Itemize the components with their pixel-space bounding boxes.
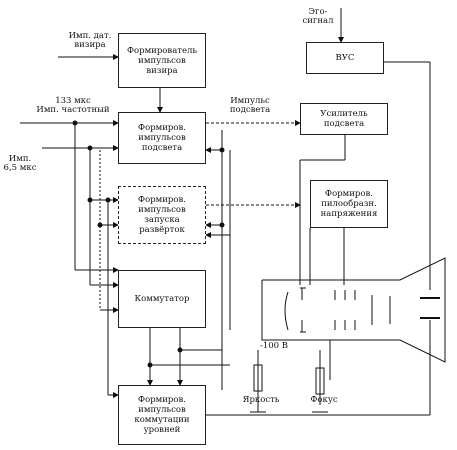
block-vus: ВУС — [306, 42, 384, 74]
block-highlight-pulse-former: Формиров. импульсов подсвета — [118, 112, 206, 164]
crt-outline — [261, 257, 446, 363]
block-sawtooth-former: Формиров. пилообразн. напряжения — [310, 180, 388, 228]
block-viewfinder-former: Формирователь импульсов визира — [118, 33, 206, 88]
label-video-signal: Эго- сигнал — [302, 7, 334, 26]
block-highlight-amplifier: Усилитель подсвета — [300, 103, 388, 135]
label-focus: Фокус — [310, 395, 338, 405]
label-highlight-pulse: Импульс подсвета — [229, 96, 271, 115]
block-commutator: Коммутатор — [118, 270, 206, 328]
brightness-pot — [253, 364, 263, 392]
block-viewfinder-former-label: Формирователь импульсов визира — [126, 45, 198, 76]
label-minus-100v: -100 В — [259, 341, 289, 351]
block-level-switch-former-label: Формиров. импульсов коммутации уровней — [134, 395, 190, 435]
block-highlight-amplifier-label: Усилитель подсвета — [320, 109, 368, 129]
crt-cathode — [284, 291, 289, 331]
block-sawtooth-former-label: Формиров. пилообразн. напряжения — [320, 189, 378, 219]
block-level-switch-former: Формиров. импульсов коммутации уровней — [118, 385, 206, 445]
block-sweep-start-former: Формиров. импульсов запуска развёрток — [118, 186, 206, 244]
focus-pot — [315, 367, 325, 395]
block-vus-label: ВУС — [335, 53, 355, 63]
label-pulse-6-5: Имп. 6,5 мкс — [3, 154, 37, 173]
label-viewfinder-pulses: Имп. дат. визира — [68, 31, 112, 50]
label-line-pulses: 133 мкс Имп. частотный — [36, 96, 110, 115]
block-commutator-label: Коммутатор — [134, 294, 190, 304]
label-brightness: Яркость — [242, 395, 280, 405]
block-sweep-start-former-label: Формиров. импульсов запуска развёрток — [138, 195, 186, 235]
block-highlight-pulse-former-label: Формиров. импульсов подсвета — [138, 123, 186, 153]
